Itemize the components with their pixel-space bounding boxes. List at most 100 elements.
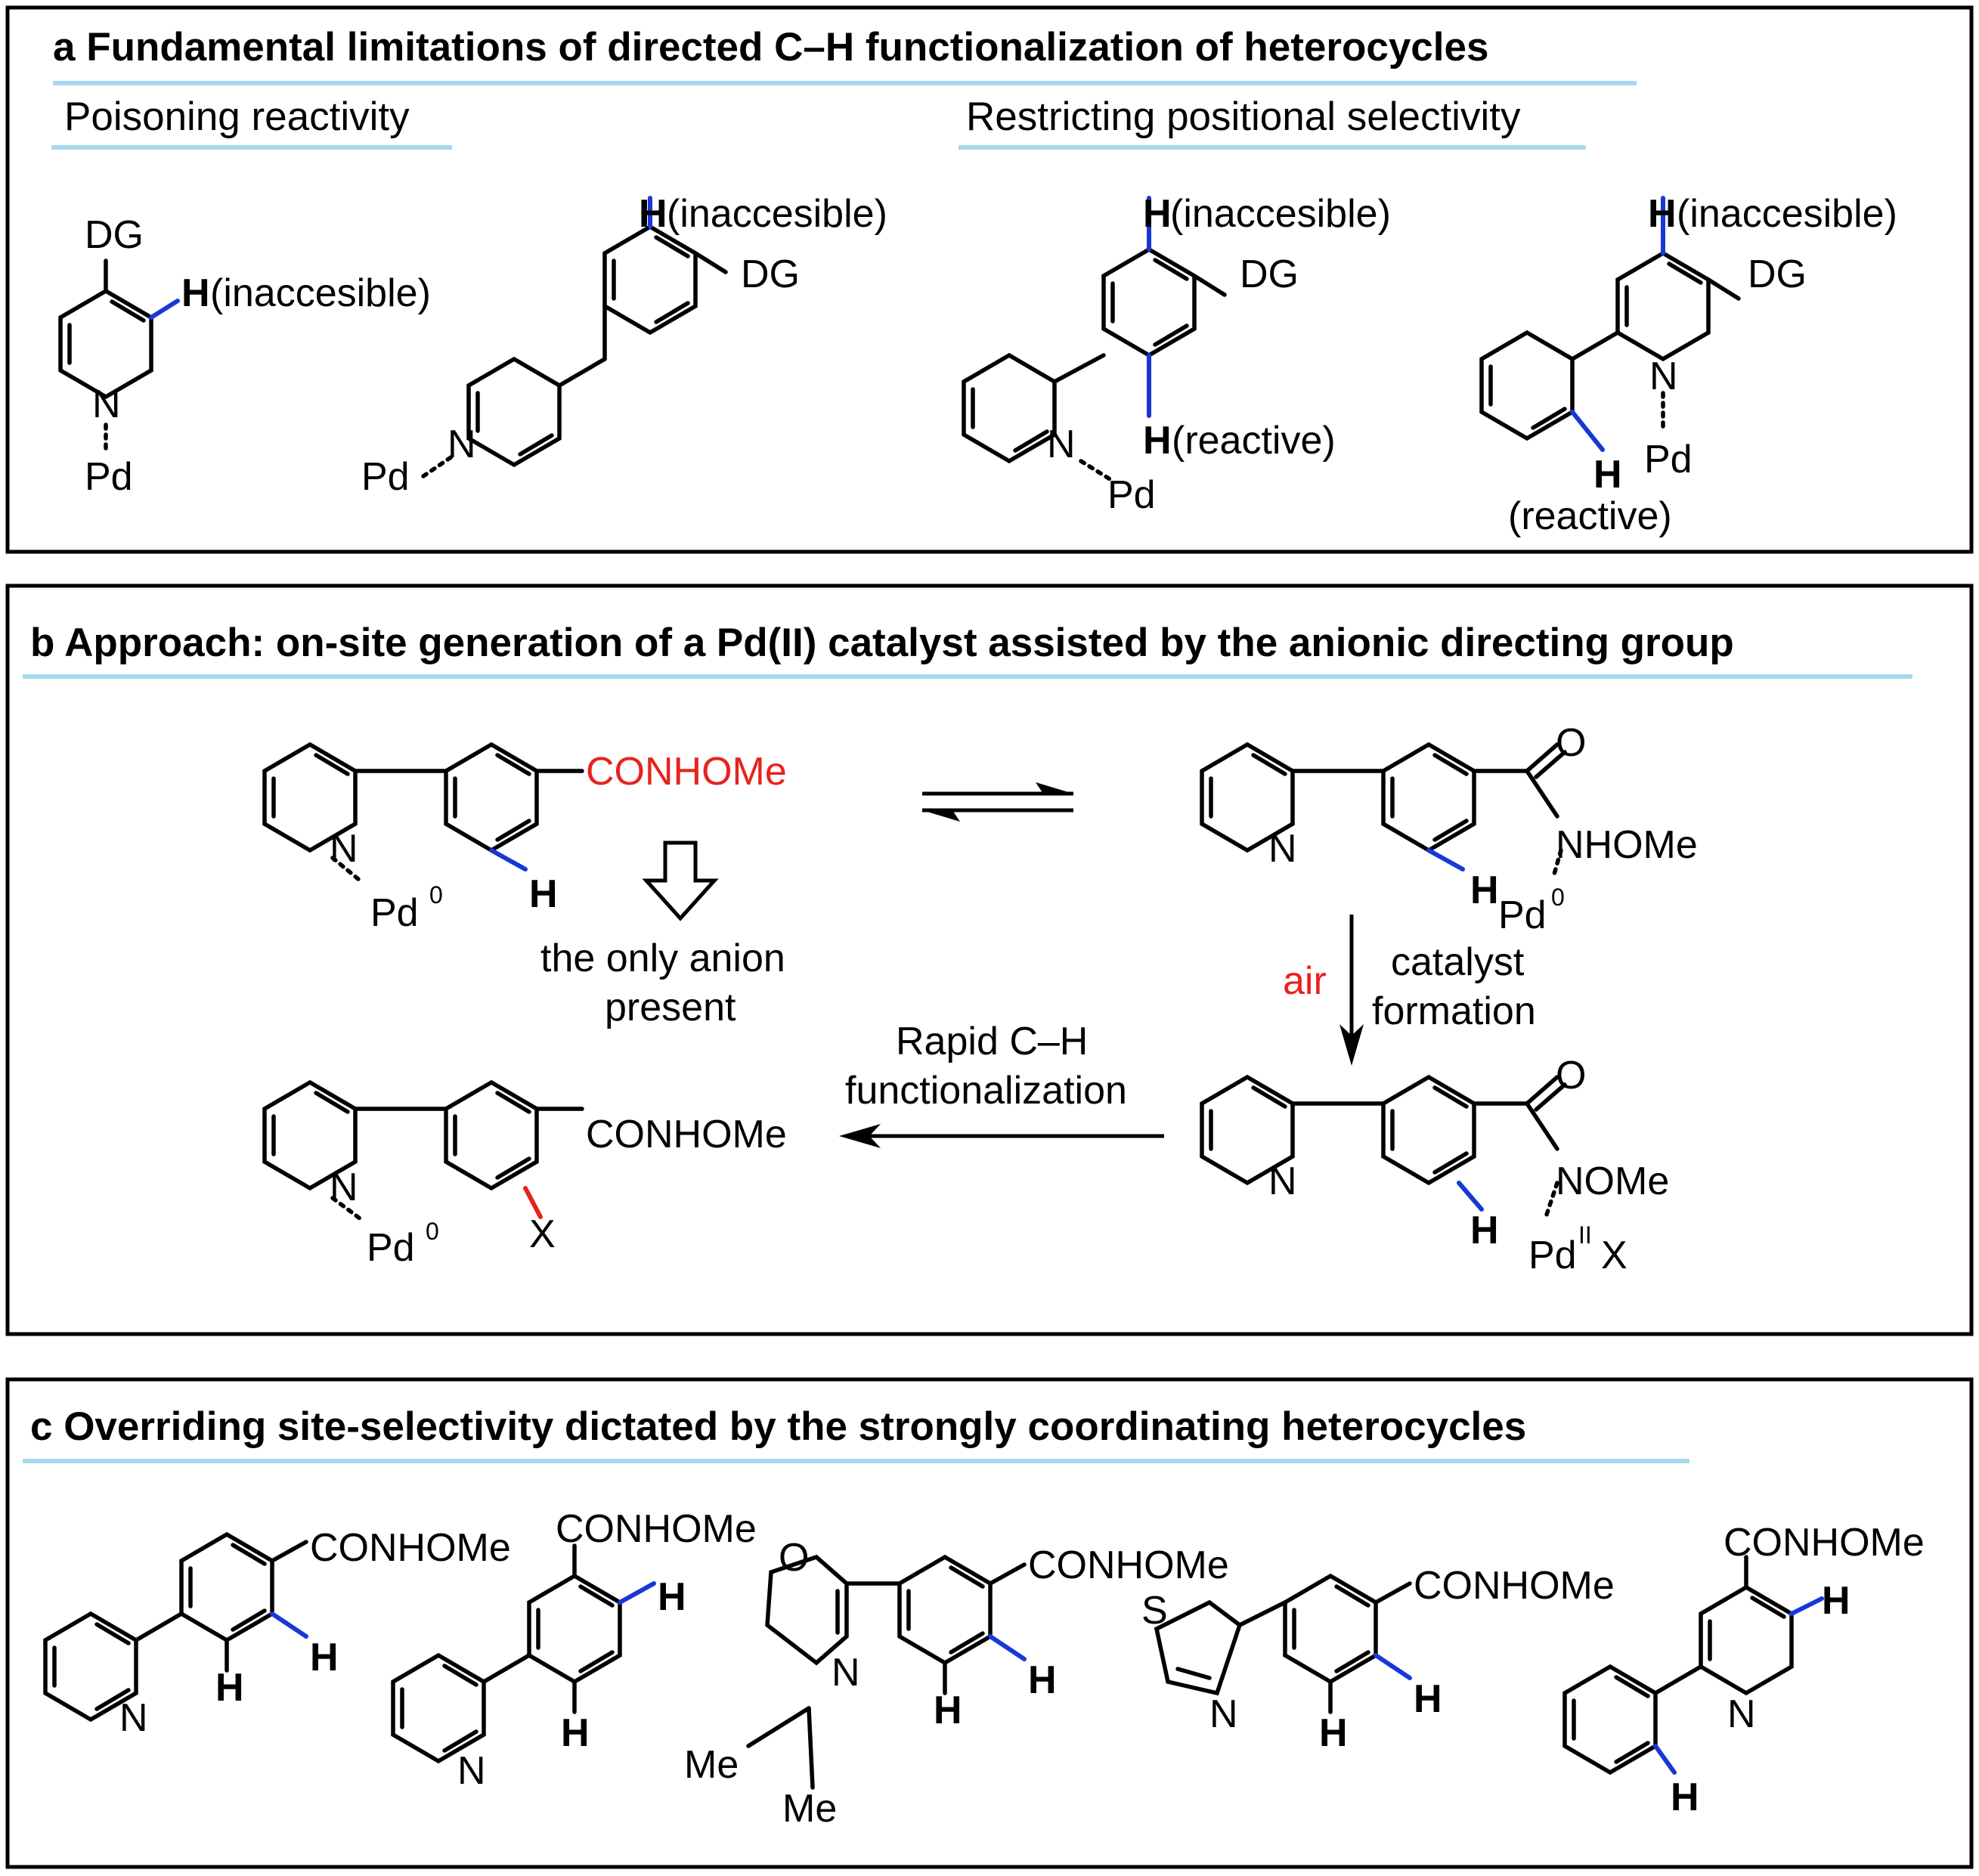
- atom-label: H: [658, 1575, 686, 1619]
- atom-label: (reactive): [1172, 419, 1336, 463]
- molecule-c5: CONHOMe H N H: [1562, 1521, 1925, 1819]
- bond: [1615, 250, 1711, 362]
- atom-label: H: [1028, 1658, 1057, 1702]
- atom-label: N: [1268, 1159, 1297, 1203]
- bond: [1570, 330, 1620, 361]
- atom-label: CONHOMe: [1414, 1564, 1615, 1608]
- bond: [807, 1706, 815, 1790]
- atom-label: H: [1470, 1209, 1499, 1252]
- bond: [1339, 1024, 1364, 1066]
- atom-label: O: [779, 1536, 809, 1580]
- bond: [949, 1565, 985, 1589]
- atom-label: formation: [1372, 989, 1536, 1033]
- bond: [1374, 1653, 1412, 1680]
- bond: [482, 1653, 531, 1684]
- atom-label: H: [1671, 1775, 1699, 1819]
- atom-label: CONHOMe: [310, 1526, 511, 1570]
- bond: [988, 1634, 1027, 1661]
- bond: [897, 1554, 993, 1666]
- molecule-a2: H (inaccesible) DG N Pd: [361, 192, 887, 499]
- bond: [1153, 258, 1189, 281]
- bond: [1374, 1581, 1412, 1605]
- atom-label: N: [448, 423, 476, 466]
- bond: [1667, 262, 1703, 285]
- atom-label: Pd: [1107, 473, 1156, 517]
- molecule-b1: CONHOMe N H Pd 0: [262, 741, 787, 935]
- atom-label: DG: [85, 213, 144, 257]
- bond: [578, 1584, 615, 1608]
- panel-b: b Approach: on-site generation of a Pd(I…: [5, 584, 1974, 1336]
- bond: [578, 1650, 615, 1673]
- bond: [1457, 1181, 1484, 1212]
- hollow-arrow: [642, 840, 719, 921]
- atom-label: present: [605, 986, 736, 1029]
- atom-label: Pd: [85, 455, 133, 499]
- atom-label: DG: [1240, 252, 1299, 296]
- atom-label: N: [119, 1696, 148, 1740]
- bond: [949, 1631, 985, 1655]
- bond: [94, 1688, 131, 1711]
- bond: [444, 741, 539, 853]
- bond: [1251, 1085, 1287, 1109]
- panel-b-title: b Approach: on-site generation of a Pd(I…: [30, 621, 1734, 665]
- atom-label: H: [1470, 868, 1499, 912]
- bond: [1432, 1151, 1469, 1175]
- bond: [1432, 753, 1469, 776]
- bond: [231, 1543, 267, 1566]
- bond: [1101, 246, 1197, 358]
- atom-label: H: [181, 271, 210, 315]
- atom-label: DG: [741, 252, 800, 296]
- bond: [1432, 819, 1469, 842]
- atom-label: H: [529, 872, 558, 916]
- bond: [1614, 1741, 1650, 1764]
- bond: [314, 1091, 350, 1114]
- atom-label: N: [330, 827, 358, 871]
- bond: [1175, 1667, 1212, 1680]
- panel-c-title: c Overriding site-selectivity dictated b…: [30, 1404, 1526, 1449]
- atom-label: X: [529, 1212, 556, 1256]
- bond: [1013, 429, 1049, 453]
- atom-label: H: [561, 1711, 590, 1755]
- atom-label: 0: [1551, 884, 1565, 911]
- atom-label: X: [1601, 1234, 1627, 1277]
- bond: [922, 810, 960, 822]
- atom-label: Rapid C–H: [896, 1020, 1088, 1063]
- bond: [962, 352, 1057, 464]
- atom-label: 0: [426, 1218, 439, 1245]
- bond: [1334, 1584, 1370, 1608]
- atom-label: catalyst: [1391, 940, 1525, 984]
- atom-label: H: [1648, 192, 1677, 236]
- bond: [1192, 274, 1227, 297]
- panel-b-frame: [5, 584, 1974, 1336]
- bond: [1426, 848, 1465, 871]
- bond: [1562, 1664, 1658, 1775]
- bond: [746, 1706, 811, 1748]
- bond: [495, 753, 531, 776]
- bond: [1525, 1101, 1559, 1151]
- atom-label: H: [310, 1636, 339, 1679]
- restricting-heading: Restricting positional selectivity: [966, 94, 1521, 139]
- bond: [495, 819, 531, 842]
- bond: [1789, 1596, 1824, 1616]
- atom-label: (inaccesible): [667, 192, 887, 236]
- atom-label: H: [639, 192, 667, 236]
- bond: [43, 1611, 138, 1723]
- atom-label: Pd: [1528, 1234, 1577, 1277]
- atom-label: Me: [684, 1743, 739, 1787]
- molecule-c1: CONHOMe H H N: [43, 1526, 511, 1740]
- bond: [1479, 330, 1575, 441]
- bond: [693, 251, 728, 274]
- bond: [1534, 750, 1567, 779]
- bond: [1052, 353, 1106, 384]
- atom-label: O: [1556, 1054, 1586, 1097]
- bond: [1750, 1596, 1786, 1619]
- equilibrium-arrow: [922, 782, 1073, 822]
- panel-a-title: a Fundamental limitations of directed C–…: [53, 25, 1488, 70]
- atom-label: S: [1141, 1589, 1168, 1633]
- atom-label: NHOMe: [1556, 823, 1698, 867]
- atom-label: Pd: [1498, 893, 1547, 937]
- bond: [444, 1079, 539, 1191]
- atom-label: Me: [782, 1787, 837, 1831]
- panel-a-frame: [5, 5, 1974, 554]
